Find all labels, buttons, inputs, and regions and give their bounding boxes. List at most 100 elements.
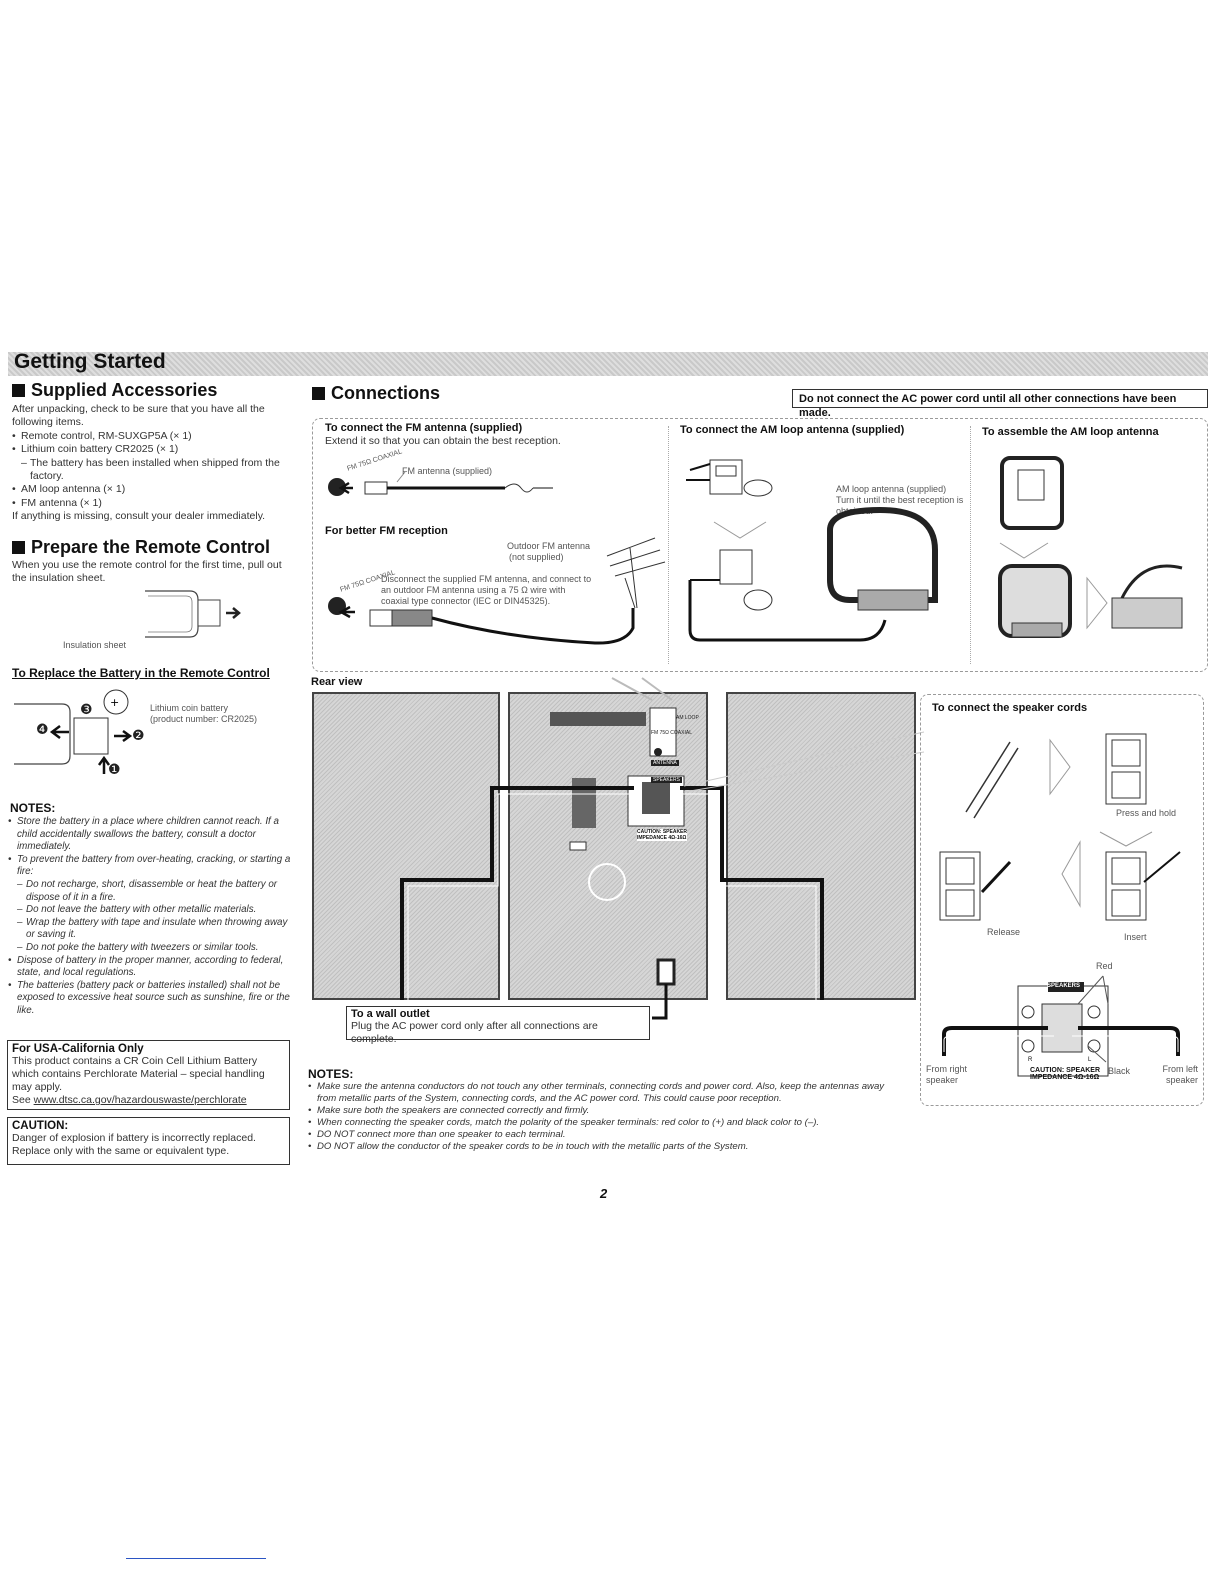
am-label: AM loop antenna (supplied) (836, 484, 947, 494)
speaker-terminal-illustration (939, 733, 1181, 921)
note-item: Dispose of battery in the proper manner,… (8, 955, 292, 980)
notes-list: Store the battery in a place where child… (8, 816, 292, 1018)
note-item: When connecting the speaker cords, match… (308, 1117, 888, 1129)
list-item: AM loop antenna (× 1) (12, 483, 288, 497)
california-see: See www.dtsc.ca.gov/hazardouswaste/perch… (8, 1094, 289, 1107)
caution-text: Danger of explosion if battery is incorr… (12, 1132, 256, 1157)
panel-divider (970, 426, 971, 664)
caution-box: CAUTION: Danger of explosion if battery … (7, 1117, 290, 1165)
fm-text: Extend it so that you can obtain the bes… (325, 435, 561, 447)
battery-label: Lithium coin battery (product number: CR… (150, 703, 257, 725)
rear-caution-line: CAUTION: SPEAKER (637, 829, 688, 835)
am-heading: To connect the AM loop antenna (supplied… (680, 424, 905, 436)
note-item: Do not poke the battery with tweezers or… (8, 942, 292, 955)
note-item: DO NOT connect more than one speaker to … (308, 1129, 888, 1141)
speaker-cords-panel (920, 694, 1204, 1106)
note-item: To prevent the battery from over-heating… (8, 854, 292, 879)
am-assemble-heading: To assemble the AM loop antenna (982, 426, 1159, 438)
polarity-speakers-label: SPEAKERS (1047, 983, 1081, 989)
list-item: Lithium coin battery CR2025 (× 1) (12, 443, 288, 457)
list-item: Remote control, RM-SUXGP5A (× 1) (12, 430, 288, 444)
better-fm-text: Disconnect the supplied FM antenna, and … (381, 574, 592, 606)
step-2-marker: ❷ (132, 728, 145, 744)
note-item: Wrap the battery with tape and insulate … (8, 917, 292, 942)
step-3-marker: ❸ (80, 702, 93, 718)
svg-text:+: + (110, 696, 119, 709)
polarity-impedance-line: IMPEDANCE 4Ω-16Ω (1030, 1074, 1100, 1081)
title-banner (8, 352, 1208, 376)
heading-marker (12, 384, 25, 397)
supplied-accessories-heading: Supplied Accessories (12, 380, 217, 401)
note-item: Do not recharge, short, disassemble or h… (8, 879, 292, 904)
note-item: The batteries (battery pack or batteries… (8, 980, 292, 1018)
press-hold-label: Press and hold (1116, 808, 1177, 818)
fm-heading: To connect the FM antenna (supplied) (325, 422, 523, 434)
heading-text: Connections (331, 383, 441, 403)
missing-note: If anything is missing, consult your dea… (12, 510, 266, 523)
heading-text: Supplied Accessories (31, 380, 218, 400)
am-antenna-illustration (686, 459, 938, 642)
perchlorate-link[interactable]: www.dtsc.ca.gov/hazardouswaste/perchlora… (33, 1094, 247, 1106)
speaker-polarity-illustration (942, 975, 1180, 1077)
insulation-sheet-label: Insulation sheet (63, 640, 127, 650)
notes-heading: NOTES: (10, 801, 56, 815)
california-heading: For USA-California Only (12, 1043, 144, 1055)
rear-speakers-label: SPEAKERS (651, 777, 682, 783)
wall-outlet-heading: To a wall outlet (351, 1008, 430, 1020)
am-assemble-illustration (998, 456, 1183, 638)
rear-caution-label: CAUTION: SPEAKER IMPEDANCE 4Ω-16Ω (637, 829, 688, 841)
r-label: R (1028, 1057, 1033, 1063)
note-item: Store the battery in a place where child… (8, 816, 292, 854)
heading-marker (12, 541, 25, 554)
note-item: Make sure the antenna conductors do not … (308, 1081, 888, 1105)
replace-battery-heading: To Replace the Battery in the Remote Con… (12, 666, 270, 680)
polarity-caution-label: CAUTION: SPEAKER IMPEDANCE 4Ω-16Ω (1030, 1067, 1100, 1081)
page-title: Getting Started (14, 350, 166, 373)
battery-number: (product number: CR2025) (150, 714, 258, 724)
speaker-cords-heading: To connect the speaker cords (932, 702, 1088, 714)
outdoor-fm-label: Outdoor FM antenna (not supplied) (507, 541, 590, 563)
wall-outlet-box: To a wall outlet Plug the AC power cord … (346, 1006, 650, 1045)
better-fm-heading: For better FM reception (325, 525, 448, 537)
connections-notes-heading: NOTES: (308, 1067, 354, 1081)
prepare-remote-text: When you use the remote control for the … (12, 559, 282, 585)
from-right-label: From right speaker (926, 1064, 968, 1085)
list-item: FM antenna (× 1) (12, 497, 288, 511)
fm-antenna-illustration (328, 471, 553, 496)
panel-divider (668, 426, 669, 664)
rear-fm-label: FM 75Ω COAXIAL (651, 730, 692, 736)
connections-notes-list: Make sure the antenna conductors do not … (308, 1081, 888, 1153)
accessories-intro: After unpacking, check to be sure that y… (12, 403, 265, 429)
release-label: Release (987, 927, 1021, 937)
prepare-remote-heading: Prepare the Remote Control (12, 537, 270, 558)
note-item: DO NOT allow the conductor of the speake… (308, 1141, 888, 1153)
outdoor-label-line: Outdoor FM antenna (507, 541, 591, 551)
california-box: For USA-California Only This product con… (7, 1040, 290, 1110)
page-rule (126, 1558, 266, 1559)
battery-note: The battery has been installed when ship… (12, 457, 288, 484)
l-label: L (1088, 1057, 1092, 1063)
wall-outlet-text: Plug the AC power cord only after all co… (351, 1020, 598, 1046)
note-item: Make sure both the speakers are connecte… (308, 1105, 888, 1117)
california-text: This product contains a CR Coin Cell Lit… (12, 1055, 265, 1093)
rear-wiring-illustration (400, 677, 925, 1020)
remote-insulation-illustration (145, 590, 241, 638)
battery-label-line: Lithium coin battery (150, 703, 229, 713)
fm-antenna-label: FM antenna (supplied) (402, 466, 493, 476)
black-label: Black (1108, 1066, 1131, 1076)
insert-label: Insert (1124, 932, 1147, 942)
left-speaker-panel (312, 692, 500, 1000)
rear-impedance-line: IMPEDANCE 4Ω-16Ω (637, 835, 687, 841)
page-number: 2 (600, 1186, 608, 1201)
supplied-accessories-body: After unpacking, check to be sure that y… (12, 403, 288, 524)
see-label: See (12, 1094, 31, 1106)
battery-replace-illustration: + (14, 689, 133, 774)
red-label: Red (1096, 961, 1113, 971)
from-left-label: From left speaker (1162, 1064, 1198, 1085)
rear-antenna-label: ANTENNA (651, 760, 679, 766)
step-4-marker: ❹ (36, 722, 49, 738)
rear-view-label: Rear view (311, 676, 363, 688)
ac-warning-box: Do not connect the AC power cord until a… (792, 389, 1208, 419)
antenna-panel (312, 418, 1208, 672)
outdoor-sub-line: (not supplied) (509, 552, 564, 562)
